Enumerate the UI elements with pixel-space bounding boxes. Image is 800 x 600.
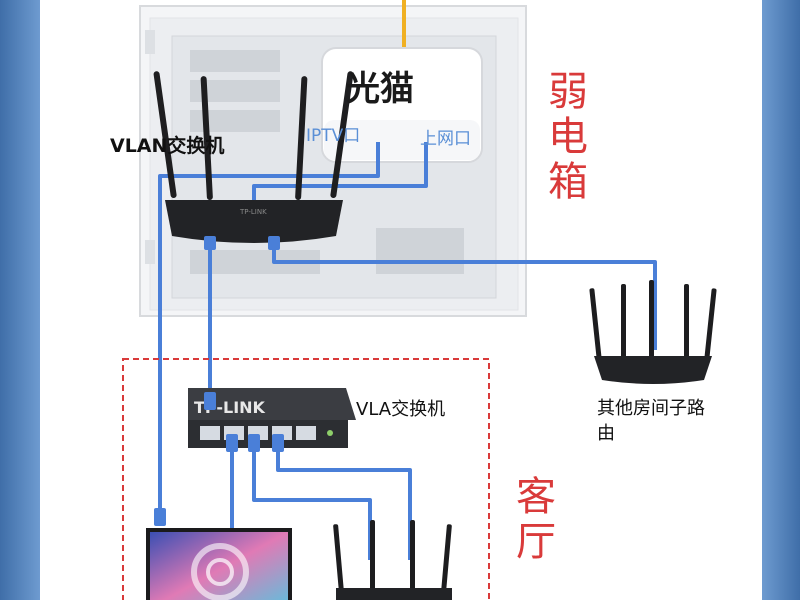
main-router: TP-LINK xyxy=(153,71,354,243)
connector-switch-port-2 xyxy=(248,434,260,452)
cable-router-to-room-router xyxy=(272,242,657,350)
other-room-router-label: 其他房间子路由 xyxy=(597,398,705,445)
modem-label: 光猫 xyxy=(346,69,414,109)
optical-modem xyxy=(321,47,483,163)
living-room-label: 客厅 xyxy=(516,474,556,565)
connector-switch-port-1 xyxy=(226,434,238,452)
weak-current-box-label: 弱电箱 xyxy=(548,69,588,205)
connector-router-room xyxy=(268,236,280,250)
internet-port-label: 上网口 xyxy=(420,129,471,149)
cable-internet-to-router xyxy=(252,142,428,200)
connector-tv xyxy=(154,508,166,526)
svg-text:TP-LINK: TP-LINK xyxy=(239,208,267,216)
vlan-switch-label: VLA交换机 xyxy=(356,399,446,420)
cable-switch-to-router-2 xyxy=(276,440,412,560)
right-background-band xyxy=(762,0,800,600)
connector-switch-uplink xyxy=(204,392,216,410)
vlan-switch-top-label: VLAN交换机 xyxy=(110,135,225,157)
living-room-dashed-box xyxy=(122,358,490,600)
connector-router-out xyxy=(204,236,216,250)
living-room-router xyxy=(333,520,452,600)
connector-switch-port-3 xyxy=(272,434,284,452)
iptv-port-label: IPTV口 xyxy=(306,126,361,146)
cable-iptv-to-tv xyxy=(158,142,380,512)
television xyxy=(146,528,292,600)
other-room-router xyxy=(589,280,717,384)
cable-connectors xyxy=(154,236,284,526)
left-background-band xyxy=(0,0,40,600)
